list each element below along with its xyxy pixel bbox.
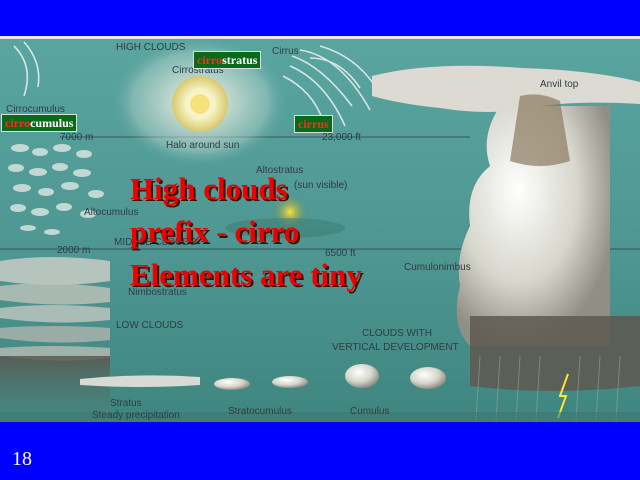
label-cirrocumulus: Cirrocumulus [6,104,65,115]
label-altitude-2000: 2000 m [57,245,91,256]
page-number: 18 [12,448,32,470]
cloud-types-diagram [0,36,640,422]
label-cumulus: Cumulus [350,406,390,417]
label-stratus: Stratus [110,398,142,409]
cumulonimbus [372,65,640,422]
label-nimbostratus: Nimbostratus [128,287,187,298]
stratus-band [80,375,200,387]
label-cumulonimbus: Cumulonimbus [404,262,471,273]
label-steady-precip: Steady precipitation [92,410,180,421]
label-vertical-dev-2: VERTICAL DEVELOPMENT [332,342,459,353]
label-low-clouds: LOW CLOUDS [116,320,184,331]
label-altitude-7000: 7000 m [60,132,94,143]
label-altostratus: Altostratus [256,165,304,176]
stratocumulus [214,376,308,390]
headline-line-3: Elements are tiny [130,257,362,292]
tag-cirrus-prefix: cirrus [298,117,329,131]
label-cirrus: Cirrus [272,46,299,57]
cirrocumulus-patches [8,144,104,235]
tag-cirrostratus-suffix: stratus [222,53,258,67]
label-middle-clouds: MIDDLE CLOUDS [114,237,197,248]
tag-cirrostratus: cirrostratus [193,51,262,69]
label-stratocumulus: Stratocumulus [228,406,292,417]
headline-line-1: High clouds [130,171,288,206]
label-high-clouds: HIGH CLOUDS [116,42,186,53]
tag-cirrocumulus-prefix: cirro [5,116,31,130]
label-anvil-top: Anvil top [540,79,579,90]
label-altitude-6500: 6500 ft [325,248,356,259]
tag-cirrocumulus-suffix: cumulus [30,116,74,130]
label-sun-visible: (sun visible) [294,180,348,191]
label-vertical-dev-1: CLOUDS WITH [362,328,432,339]
headline-line-2: prefix - cirro [130,214,300,249]
cumulus [345,364,446,389]
tag-cirrostratus-prefix: cirro [197,53,223,67]
label-cirrostratus: Cirrostratus [172,65,224,76]
label-halo: Halo around sun [166,140,240,151]
label-altitude-23000: 23,000 ft [322,132,361,143]
tag-cirrus: cirrus [294,115,333,133]
label-altocumulus: Altocumulus [84,207,139,218]
tag-cirrocumulus: cirrocumulus [1,114,78,132]
nimbostratus-layers [0,257,110,422]
